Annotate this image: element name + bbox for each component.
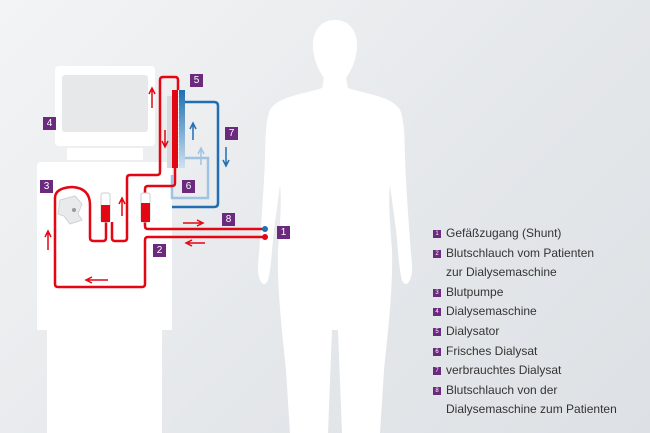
legend-text: verbrauchtes Dialysat [446, 363, 562, 378]
arrow-right-icon [183, 219, 205, 227]
legend-item: 5 Dialysator [433, 322, 621, 342]
machine-body [37, 162, 172, 433]
legend: 1 Gefäßzugang (Shunt) 2 Blutschlauch vom P… [433, 224, 621, 420]
legend-text: Blutpumpe [446, 284, 504, 299]
arrow-up-icon [148, 86, 156, 108]
arrow-left-icon [84, 276, 108, 284]
arterial-tube [53, 185, 265, 289]
legend-text: Frisches Dialysat [446, 343, 538, 358]
tube-to-dialyzer [110, 75, 180, 243]
legend-item: 2 Blutschlauch vom Patienten zur Dialysem… [433, 244, 621, 283]
legend-text: Blutschlauch von der Dialysemaschine zum… [446, 382, 617, 417]
legend-number: 6 [433, 347, 441, 356]
legend-number: 5 [433, 327, 441, 336]
tube-from-dialyzer [143, 168, 177, 195]
legend-item: 6 Frisches Dialysat [433, 342, 621, 362]
legend-number: 3 [433, 288, 441, 297]
legend-text: Dialysator [446, 323, 500, 338]
legend-item: 1 Gefäßzugang (Shunt) [433, 224, 621, 244]
legend-number: 1 [433, 230, 441, 238]
monitor-screen [62, 75, 148, 132]
arterial-connector [262, 234, 268, 240]
arrow-down-icon [161, 130, 169, 149]
legend-number: 8 [433, 386, 441, 395]
legend-item: 7 verbrauchtes Dialysat [433, 361, 621, 381]
blood-pump [57, 195, 83, 225]
dialysate-circuit [170, 100, 230, 209]
legend-text: Blutschlauch vom Patienten zur Dialysema… [446, 245, 595, 280]
legend-number: 2 [433, 249, 441, 258]
used-dialysate-tube [172, 100, 220, 209]
blood-circuit [53, 75, 265, 289]
venous-connector [262, 226, 268, 232]
drip-chambers [100, 192, 151, 223]
dialysis-machine [37, 66, 172, 433]
legend-item: 4 Dialysemaschine [433, 302, 621, 322]
label-6: 6 [182, 180, 195, 193]
legend-number: 4 [433, 308, 441, 317]
venous-tube [143, 222, 265, 231]
legend-text: Dialysemaschine [446, 304, 537, 319]
patient-silhouette [257, 20, 413, 433]
legend-item: 3 Blutpumpe [433, 283, 621, 303]
label-3: 3 [40, 180, 53, 193]
label-2: 2 [153, 244, 166, 257]
legend-item: 8 Blutschlauch von der Dialysemaschine zu… [433, 381, 621, 420]
label-1: 1 [277, 226, 290, 239]
arrow-down-icon [222, 147, 230, 168]
label-4: 4 [43, 117, 56, 130]
label-5: 5 [190, 74, 203, 87]
monitor-stand [67, 148, 143, 160]
fresh-dialysate-tube [170, 156, 210, 200]
arrow-up-icon [197, 146, 205, 165]
label-7: 7 [225, 127, 238, 140]
arrow-up-icon [189, 121, 197, 140]
flow-arrows [44, 86, 205, 284]
label-8: 8 [222, 213, 235, 226]
arrow-up-icon [118, 196, 126, 216]
arrow-left-icon [184, 239, 205, 247]
arrow-up-icon [44, 229, 52, 250]
legend-number: 7 [433, 367, 441, 376]
legend-text: Gefäßzugang (Shunt) [446, 226, 562, 240]
dialyzer [167, 90, 185, 168]
